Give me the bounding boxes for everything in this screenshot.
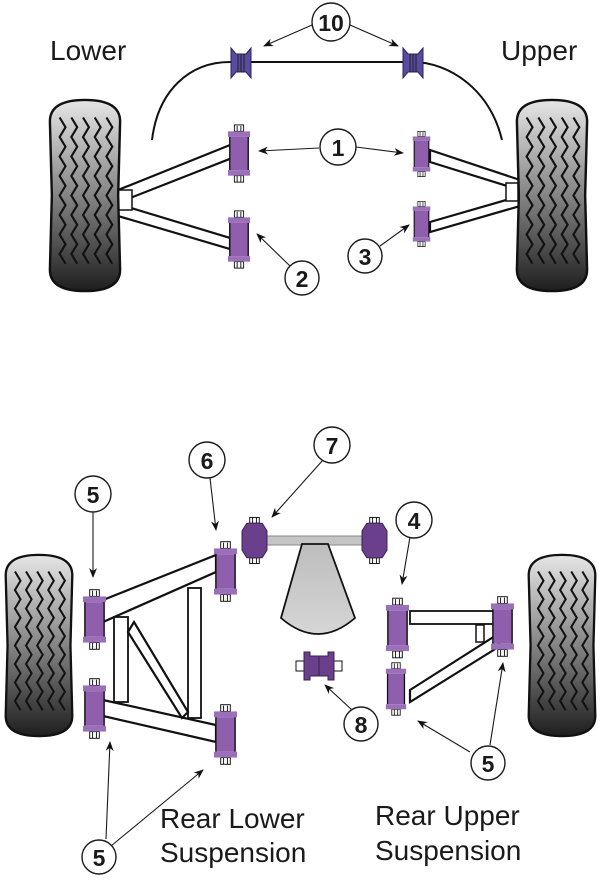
leader-8	[324, 684, 353, 711]
callout-5-rear-lower-top: 5	[74, 475, 112, 513]
anti-roll-bar-bush-left-icon	[230, 47, 252, 79]
bush-1-right-icon	[412, 130, 431, 178]
svg-text:7: 7	[326, 433, 339, 459]
callout-8: 8	[343, 706, 379, 742]
leader-5b2	[489, 662, 506, 746]
bush-5-rear-upper-lower-icon	[385, 662, 407, 716]
label-rear-upper-2: Suspension	[375, 835, 521, 866]
leader-10b	[349, 24, 399, 47]
svg-text:5: 5	[482, 751, 495, 777]
leader-10a	[263, 24, 313, 47]
leader-3	[379, 224, 410, 247]
label-rear-lower-1: Rear Lower	[160, 803, 305, 834]
leader-5b1	[417, 720, 471, 753]
svg-text:10: 10	[318, 10, 344, 36]
bush-8-icon	[295, 651, 343, 681]
front-upper-wishbone	[428, 148, 522, 234]
rear-upper-frame	[408, 610, 502, 704]
label-upper: Upper	[501, 35, 577, 66]
bush-4-icon	[385, 597, 410, 659]
bush-3-icon	[412, 200, 431, 248]
svg-text:3: 3	[359, 244, 372, 270]
leader-4	[399, 536, 411, 585]
anti-roll-bar	[151, 61, 503, 141]
bush-1-left-icon	[227, 124, 251, 183]
callout-5-rear-lower-bottom: 5	[81, 839, 117, 875]
anti-roll-bar-bush-right-icon	[402, 47, 424, 79]
svg-text:8: 8	[355, 712, 368, 738]
callout-10: 10	[311, 2, 351, 42]
callout-4: 4	[395, 501, 433, 539]
callout-3: 3	[347, 238, 383, 274]
bush-7-left-icon	[241, 516, 268, 565]
leader-5c2	[110, 769, 204, 847]
bush-5-rear-lower-inner-icon	[213, 703, 238, 766]
leader-1a	[258, 146, 320, 155]
bush-5-rear-lower-bottom-icon	[82, 677, 107, 740]
label-rear-lower-2: Suspension	[160, 837, 306, 868]
rear-suspension: 5 6 7 4 8 5	[4, 426, 597, 875]
differential	[261, 535, 375, 635]
front-right-tyre-icon	[515, 98, 589, 293]
callout-7: 7	[313, 426, 351, 464]
leader-6	[209, 477, 219, 531]
rear-right-tyre-icon	[527, 553, 597, 738]
front-suspension: Lower Upper 10	[48, 2, 589, 296]
bush-7-right-icon	[361, 516, 388, 565]
rear-left-tyre-icon	[4, 553, 74, 738]
bush-6-icon	[213, 540, 238, 603]
svg-text:5: 5	[93, 845, 106, 871]
bush-5-rear-lower-top-icon	[82, 588, 107, 651]
callout-6: 6	[188, 441, 226, 479]
bush-2-icon	[227, 210, 251, 269]
svg-text:1: 1	[332, 135, 345, 161]
svg-text:6: 6	[201, 448, 214, 474]
front-lower-wishbone	[116, 143, 234, 251]
label-rear-upper-1: Rear Upper	[375, 800, 520, 831]
callout-2: 2	[284, 260, 320, 296]
leader-5c1	[105, 741, 114, 840]
svg-text:5: 5	[87, 482, 100, 508]
rear-lower-frame	[101, 553, 218, 744]
svg-text:2: 2	[296, 266, 309, 292]
label-lower: Lower	[50, 35, 126, 66]
leader-7	[271, 459, 324, 518]
front-left-tyre-icon	[48, 98, 122, 293]
callout-1: 1	[319, 128, 357, 166]
bush-5-rear-upper-outer-icon	[490, 595, 515, 658]
svg-text:4: 4	[408, 508, 421, 534]
leader-1b	[355, 146, 404, 156]
callout-5-rear-upper: 5	[470, 745, 506, 781]
leader-2	[256, 233, 291, 267]
